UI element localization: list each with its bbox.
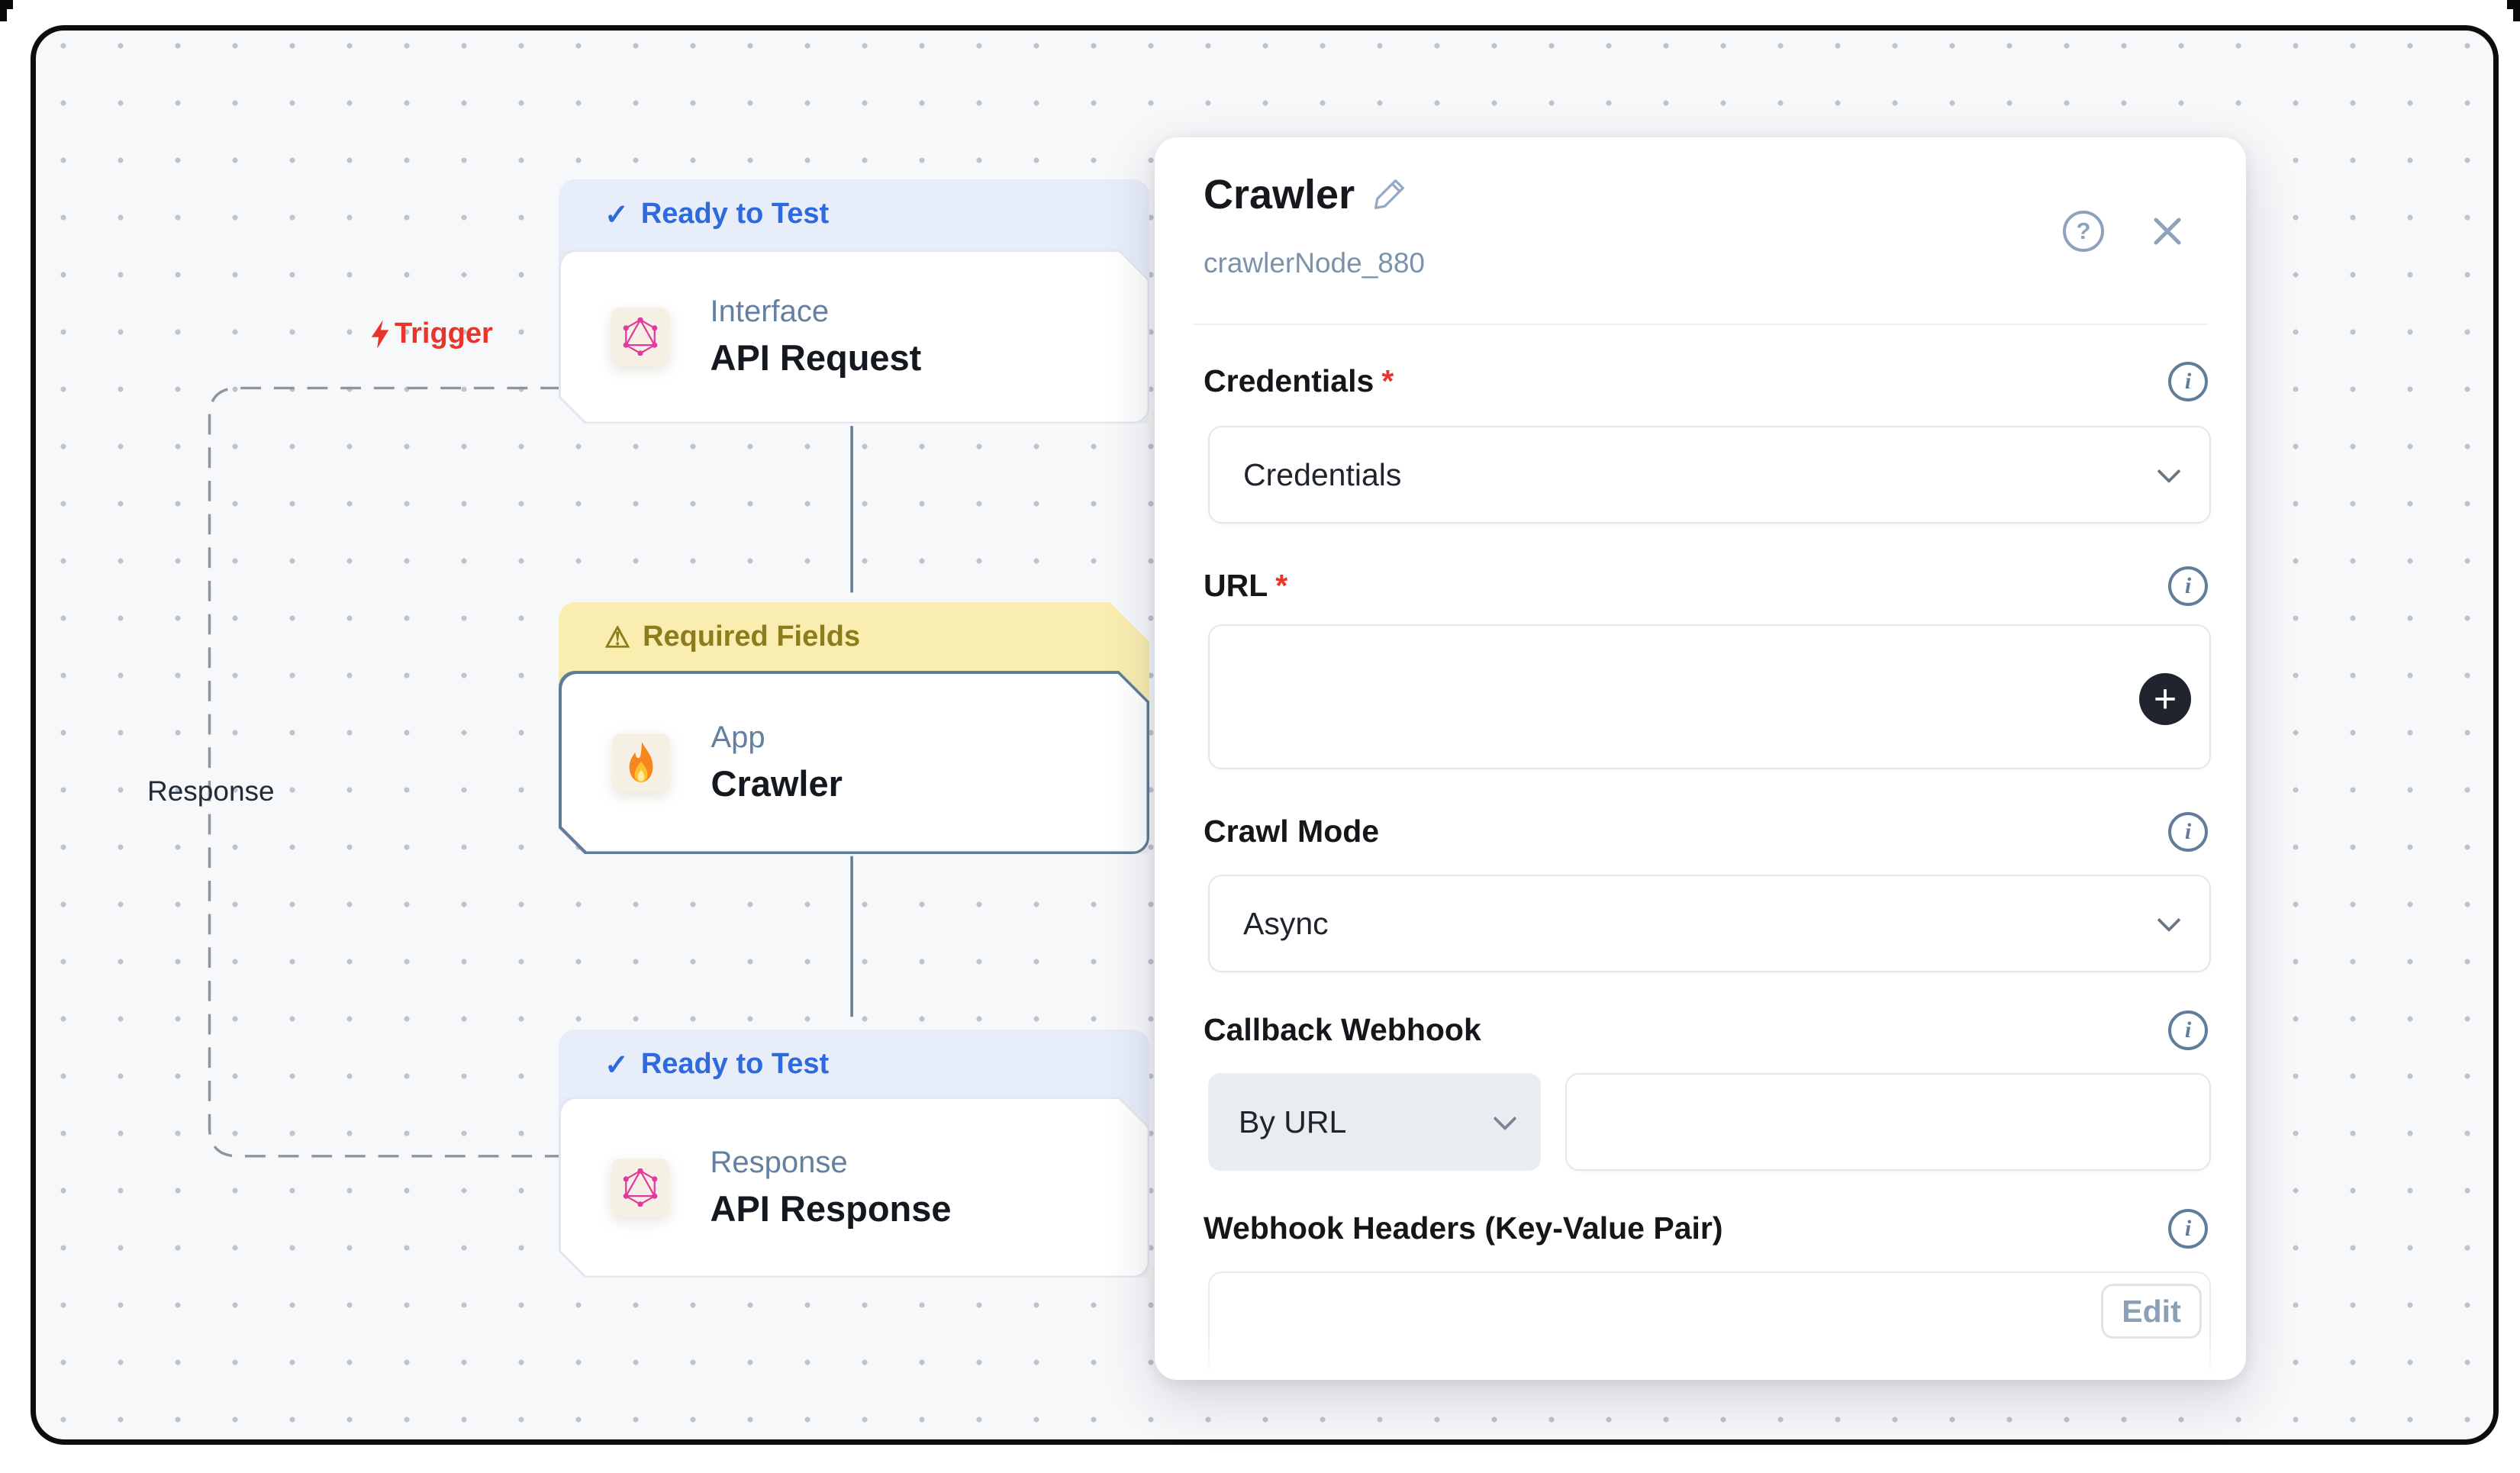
trigger-label-text: Trigger <box>395 317 493 350</box>
callback-mode-value: By URL <box>1239 1104 1347 1139</box>
edit-headers-button[interactable]: Edit <box>2101 1284 2202 1339</box>
panel-title: Crawler <box>1204 172 1355 218</box>
node-title: Crawler <box>711 763 843 804</box>
help-button[interactable]: ? <box>2063 211 2104 252</box>
crawl-mode-info-icon[interactable]: i <box>2168 812 2208 852</box>
callback-url-input[interactable] <box>1600 1075 2176 1169</box>
credentials-label-text: Credentials <box>1204 363 1374 398</box>
corner-artifact <box>0 9 7 21</box>
close-icon[interactable] <box>2148 212 2186 250</box>
edit-title-icon[interactable] <box>1370 174 1410 214</box>
url-label: URL* <box>1204 568 1287 604</box>
graphql-icon <box>623 1168 658 1207</box>
node-body[interactable]: Interface API Request <box>559 250 1149 424</box>
info-glyph: i <box>2184 369 2192 394</box>
check-icon: ✓ <box>604 199 629 231</box>
corner-artifact <box>2513 9 2520 21</box>
crawl-mode-value: Async <box>1243 905 1329 941</box>
webhook-headers-box[interactable] <box>1208 1272 2211 1380</box>
callback-url-wrap <box>1565 1073 2211 1171</box>
node-api-request[interactable]: ✓ Ready to Test <box>559 179 1437 500</box>
callback-mode-select[interactable]: By URL <box>1208 1073 1541 1171</box>
fire-icon <box>624 741 659 784</box>
panel-divider <box>1193 324 2208 325</box>
required-marker: * <box>1275 568 1288 603</box>
chevron-down-icon <box>2157 908 2181 933</box>
credentials-info-icon[interactable]: i <box>2168 362 2208 401</box>
node-config-panel: Crawler crawlerNode_880 ? Credentials* i… <box>1155 137 2246 1380</box>
warning-icon: ⚠ <box>604 622 631 654</box>
node-status-text: Ready to Test <box>640 1048 830 1080</box>
response-edge-label: Response <box>147 775 275 807</box>
credentials-select[interactable]: Credentials <box>1208 426 2211 524</box>
url-input-wrap <box>1208 624 2211 769</box>
check-icon: ✓ <box>604 1049 629 1081</box>
info-glyph: i <box>2184 1216 2192 1241</box>
node-body[interactable]: Response API Response <box>559 1097 1149 1278</box>
help-icon: ? <box>2076 218 2091 244</box>
url-input[interactable] <box>1243 626 2176 768</box>
webhook-headers-label: Webhook Headers (Key-Value Pair) <box>1204 1210 1723 1246</box>
corner-artifact <box>2507 0 2520 9</box>
node-kind-label: App <box>711 720 765 754</box>
node-status-text: Required Fields <box>643 620 861 653</box>
node-status-text: Ready to Test <box>640 198 830 230</box>
node-title: API Request <box>710 337 922 378</box>
node-icon-box <box>611 1159 669 1217</box>
node-icon-box <box>611 308 669 366</box>
corner-artifact <box>0 0 13 9</box>
node-kind-label: Interface <box>710 295 830 328</box>
callback-webhook-info-icon[interactable]: i <box>2168 1010 2208 1050</box>
webhook-headers-info-icon[interactable]: i <box>2168 1209 2208 1249</box>
info-glyph: i <box>2184 573 2192 598</box>
url-label-text: URL <box>1204 568 1268 603</box>
chevron-down-icon <box>1493 1107 1517 1131</box>
node-id-label: crawlerNode_880 <box>1204 247 1426 279</box>
crawl-mode-select[interactable]: Async <box>1208 875 2211 972</box>
node-kind-label: Response <box>710 1145 848 1179</box>
credentials-select-value: Credentials <box>1243 456 1402 492</box>
info-glyph: i <box>2184 1017 2192 1043</box>
crawl-mode-label: Crawl Mode <box>1204 814 1380 849</box>
trigger-label: Trigger <box>369 317 493 350</box>
edit-button-label: Edit <box>2122 1293 2181 1329</box>
required-marker: * <box>1381 363 1394 398</box>
info-glyph: i <box>2184 819 2192 844</box>
node-api-response[interactable]: ✓ Ready to Test <box>559 1016 1437 1321</box>
add-variable-button[interactable]: + <box>2139 673 2191 725</box>
chevron-down-icon <box>2157 459 2181 484</box>
callback-webhook-label: Callback Webhook <box>1204 1012 1481 1047</box>
lightning-bolt-icon <box>371 319 389 349</box>
node-body[interactable]: App Crawler <box>559 671 1149 854</box>
node-crawler[interactable]: ⚠ Required Fields App Crawler <box>559 588 1437 909</box>
node-title: API Response <box>710 1188 952 1229</box>
url-info-icon[interactable]: i <box>2168 566 2208 606</box>
node-icon-box <box>612 733 670 791</box>
credentials-label: Credentials* <box>1204 363 1394 399</box>
graphql-icon <box>623 317 658 356</box>
